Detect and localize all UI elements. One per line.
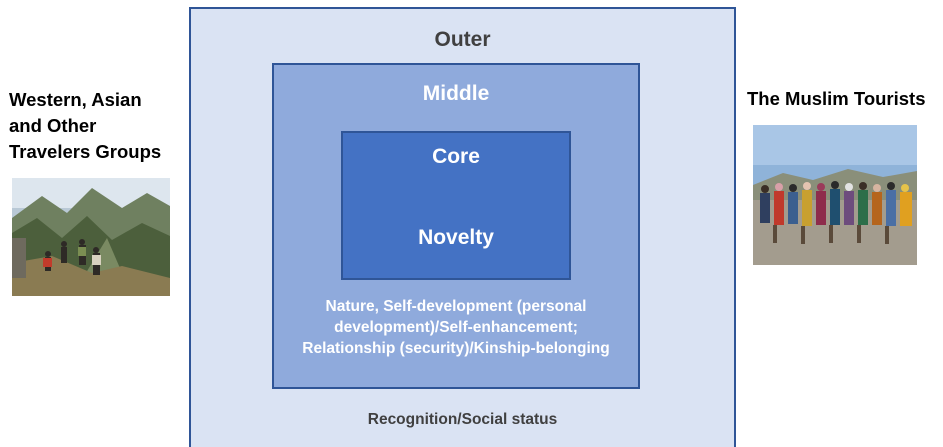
- core-layer-text: Novelty: [418, 226, 494, 249]
- right-group-title: The Muslim Tourists: [747, 88, 926, 109]
- left-group-title-line: Travelers Groups: [9, 141, 162, 162]
- group-of-tourists-photo: [753, 125, 917, 265]
- middle-layer-text-line: Nature, Self-development (personal: [325, 298, 587, 315]
- outer-layer-title: Outer: [434, 28, 491, 51]
- left-group-title: Western, Asian and Other Travelers Group…: [9, 87, 189, 165]
- core-layer-title: Core: [432, 145, 480, 168]
- hikers-in-mountains-photo: [12, 178, 170, 296]
- middle-layer-text-line: Relationship (security)/Kinship-belongin…: [302, 340, 610, 357]
- left-group-title-line: and Other: [9, 115, 97, 136]
- middle-layer-title: Middle: [422, 82, 490, 105]
- middle-layer-text-line: development)/Self-enhancement;: [334, 319, 578, 336]
- middle-layer-text: Nature, Self-development (personal devel…: [272, 296, 640, 359]
- left-group-title-line: Western, Asian: [9, 89, 142, 110]
- core-layer-box: [341, 131, 571, 280]
- outer-layer-text: Recognition/Social status: [367, 411, 558, 428]
